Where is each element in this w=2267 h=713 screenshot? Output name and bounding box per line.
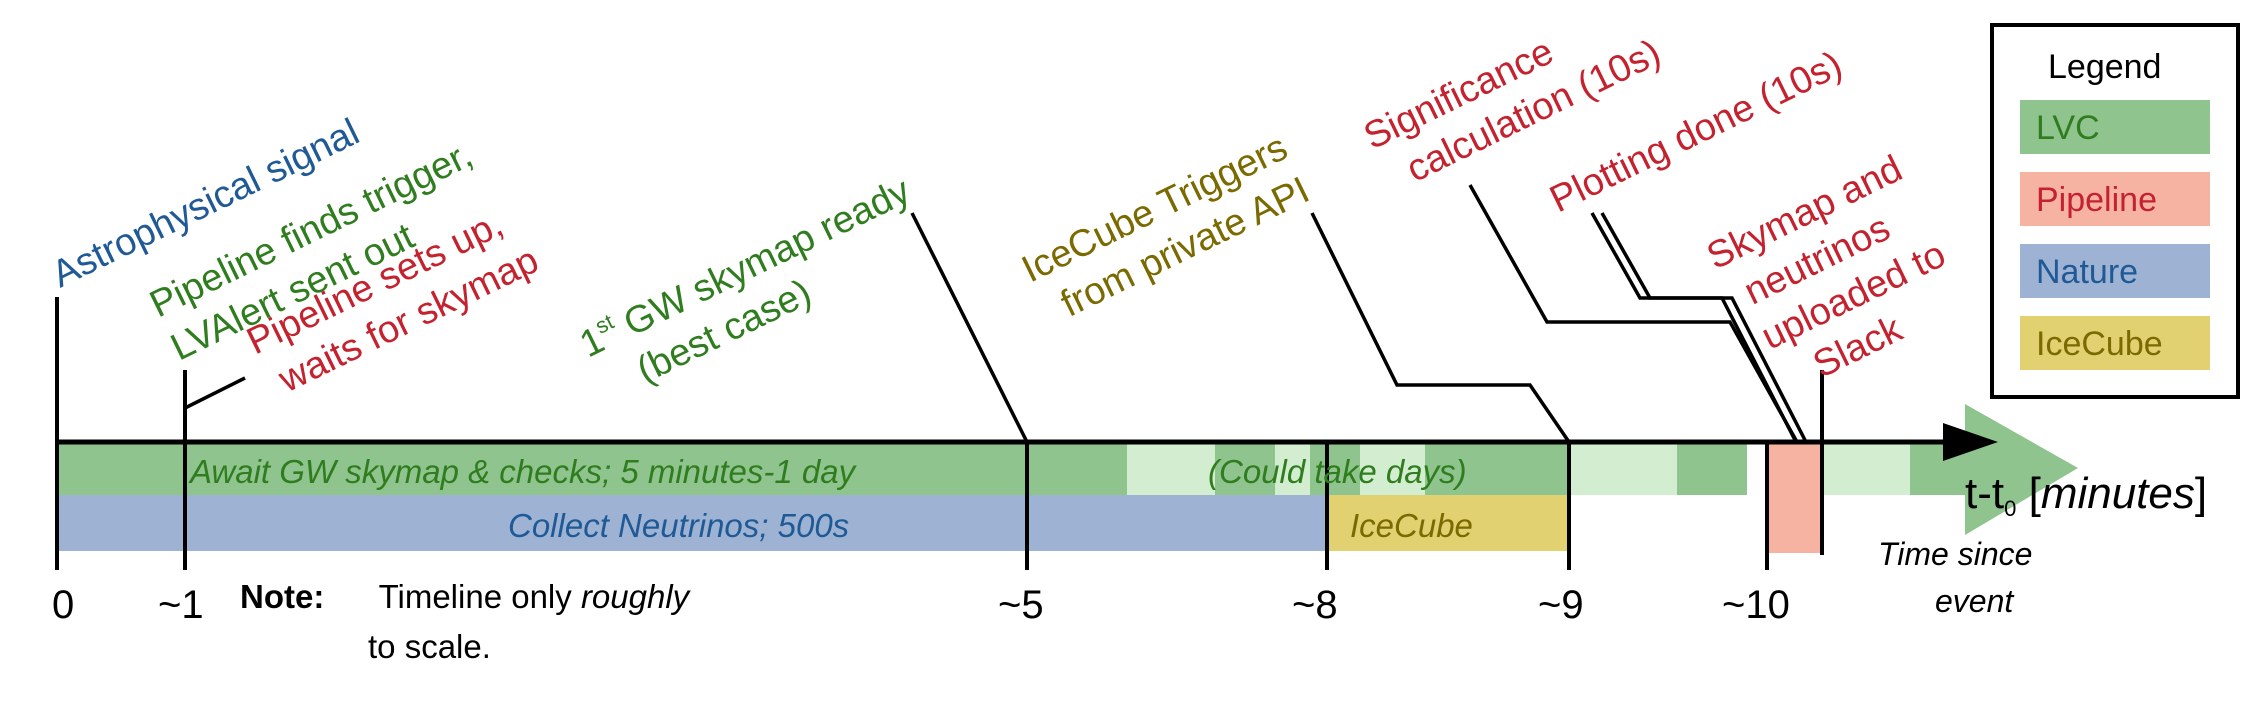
- lvc-bar-dark-4: [1510, 443, 1569, 495]
- tick-label-8: ~8: [1292, 583, 1338, 627]
- nature-bar: [57, 495, 1327, 551]
- label-skymap-ready: 1st GW skymap ready (best case): [574, 170, 917, 392]
- lvc-bar-await: [57, 443, 1127, 495]
- lvc-arrowhead: [1965, 404, 2078, 535]
- leader-skymap: [910, 212, 1029, 443]
- label-icecube-triggers: IceCube Triggers from private API: [1016, 126, 1316, 325]
- pipeline-bar: [1767, 443, 1822, 553]
- axis-caption-line1: Time since: [1878, 536, 2032, 572]
- time-axis-arrowhead: [1943, 423, 1998, 461]
- lvc-bar-light-2: [1275, 443, 1310, 495]
- legend-swatch-pipeline: [2020, 172, 2210, 226]
- lvc-bar-dark-5: [1677, 443, 1747, 495]
- bar-label-collect: Collect Neutrinos; 500s: [508, 507, 849, 544]
- leader-setup: [184, 376, 246, 410]
- legend-swatch-nature: [2020, 244, 2210, 298]
- lvc-bar-dark-2: [1310, 443, 1360, 495]
- legend-label-nature: Nature: [2036, 253, 2138, 291]
- legend-label-lvc: LVC: [2036, 109, 2100, 147]
- bar-label-icecube: IceCube: [1350, 507, 1473, 544]
- legend-swatch-icecube: [2020, 316, 2210, 370]
- tick-label-5: ~5: [998, 583, 1044, 627]
- tick-label-1: ~1: [158, 583, 204, 627]
- lvc-bar-light-5: [1820, 443, 1910, 495]
- lvc-bar-light-4: [1569, 443, 1677, 495]
- lvc-bar-light-3: [1360, 443, 1425, 495]
- tick-label-10: ~10: [1722, 583, 1790, 627]
- lvc-bar-light-1: [1127, 443, 1215, 495]
- legend-swatch-lvc: [2020, 100, 2210, 154]
- legend-label-icecube: IceCube: [2036, 325, 2163, 363]
- bar-label-could-take-days: (Could take days): [1208, 453, 1467, 490]
- bar-label-await: Await GW skymap & checks; 5 minutes-1 da…: [188, 453, 858, 490]
- legend-title: Legend: [2048, 48, 2161, 86]
- label-slack-upload: Skymap and neutrinos uploaded to Slack: [1701, 148, 1953, 387]
- note-line2: to scale.: [368, 628, 491, 665]
- tick-label-0: 0: [52, 583, 74, 627]
- icecube-bar: [1327, 495, 1569, 551]
- axis-caption-line2: event: [1935, 583, 2014, 619]
- lvc-bar-dark-1: [1215, 443, 1275, 495]
- leader-plot-b: [1600, 212, 1808, 443]
- lvc-bar-dark-3: [1425, 443, 1510, 495]
- axis-label: t-t0 [minutes]: [1965, 469, 2207, 521]
- note-line1: Note: Timeline only roughly: [240, 578, 692, 615]
- leader-icecube: [1310, 212, 1571, 443]
- legend-label-pipeline: Pipeline: [2036, 181, 2157, 219]
- tick-label-9: ~9: [1538, 583, 1584, 627]
